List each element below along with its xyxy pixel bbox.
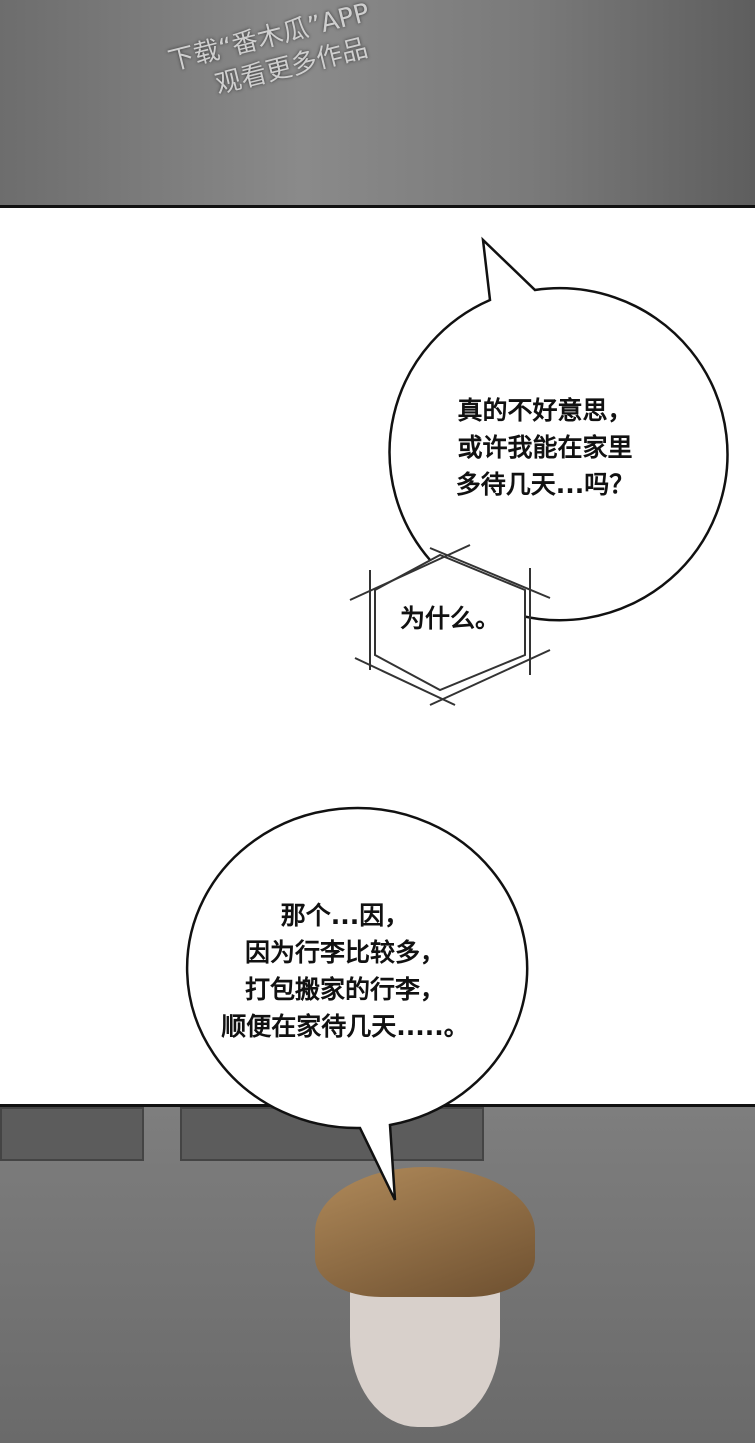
bubble-3-text: 那个...因， 因为行李比较多， 打包搬家的行李， 顺便在家待几天.....。 [190, 897, 500, 1045]
bubble-1-text: 真的不好意思， 或许我能在家里 多待几天...吗？ [400, 392, 690, 503]
bubble-line: 因为行李比较多， [244, 938, 445, 967]
speech-bubble-3 [185, 806, 529, 1201]
hexagon-thought-bubble [349, 544, 551, 706]
character-hair [315, 1167, 535, 1297]
bubble-line: 或许我能在家里 [457, 433, 633, 462]
bottom-comic-panel [0, 1104, 755, 1443]
window [0, 1107, 144, 1161]
bubble-line: 那个...因， [280, 901, 410, 930]
bubble-line: 顺便在家待几天.....。 [221, 1012, 469, 1041]
speech-bubble-1 [388, 236, 729, 622]
bubble-line: 打包搬家的行李， [244, 975, 445, 1004]
bubble-line: 多待几天...吗？ [455, 470, 635, 499]
bubble-2-text: 为什么。 [399, 604, 500, 633]
bubble-line: 真的不好意思， [457, 396, 633, 425]
